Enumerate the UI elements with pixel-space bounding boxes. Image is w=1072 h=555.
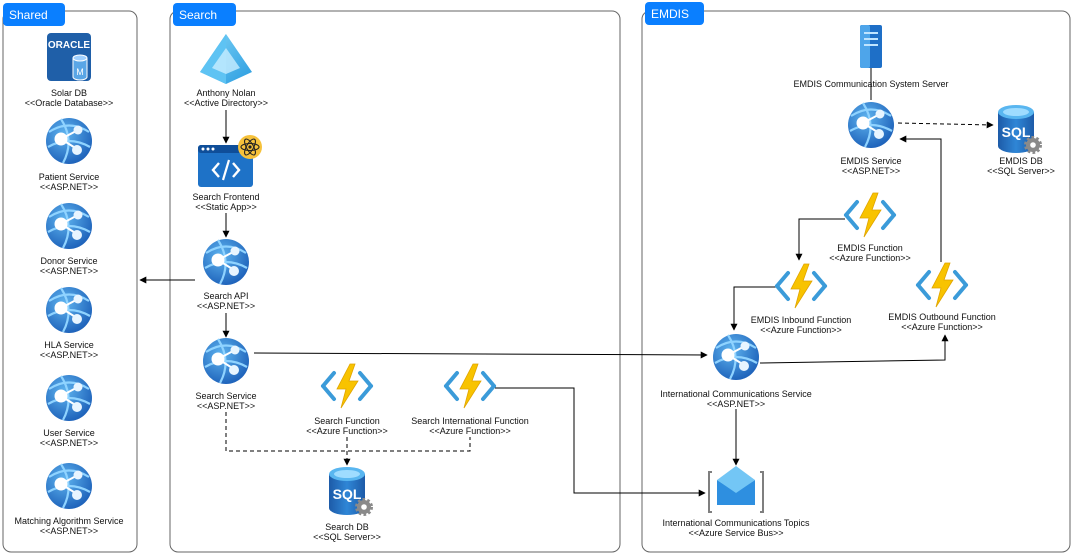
edge-inbound-to-intl-service xyxy=(730,286,776,331)
emdis-db-type: <<SQL Server>> xyxy=(987,166,1055,176)
node-hla-service[interactable]: HLA Service <<ASP.NET>> xyxy=(40,285,98,360)
app-service-icon xyxy=(44,373,94,423)
oracle-logo-letter: M xyxy=(76,67,84,77)
app-service-icon xyxy=(846,100,896,150)
search-intl-function-label: Search International Function xyxy=(411,416,529,426)
node-emdis-function[interactable]: EMDIS Function <<Azure Function>> xyxy=(829,191,911,263)
search-api-label: Search API xyxy=(203,291,248,301)
edge-intl-service-to-outbound xyxy=(759,334,949,364)
intl-comms-topics-label: International Communications Topics xyxy=(663,518,810,528)
search-frontend-type: <<Static App>> xyxy=(195,202,257,212)
user-service-type: <<ASP.NET>> xyxy=(40,438,98,448)
node-intl-comms-service[interactable]: International Communications Service <<A… xyxy=(660,332,812,409)
node-anthony-nolan[interactable]: Anthony Nolan <<Active Directory>> xyxy=(184,34,268,108)
search-service-label: Search Service xyxy=(195,391,256,401)
node-search-service[interactable]: Search Service <<ASP.NET>> xyxy=(195,336,257,411)
emdis-outbound-label: EMDIS Outbound Function xyxy=(888,312,996,322)
app-service-icon xyxy=(44,116,94,166)
emdis-function-type: <<Azure Function>> xyxy=(829,253,911,263)
app-service-icon xyxy=(44,285,94,335)
app-service-icon xyxy=(44,201,94,251)
group-emdis: EMDIS xyxy=(641,2,1071,553)
oracle-logo-text: ORACLE xyxy=(48,40,91,51)
app-service-icon xyxy=(44,461,94,511)
node-search-api[interactable]: Search API <<ASP.NET>> xyxy=(197,237,255,311)
hla-service-type: <<ASP.NET>> xyxy=(40,350,98,360)
search-function-label: Search Function xyxy=(314,416,380,426)
app-service-icon xyxy=(201,336,251,386)
node-matching-service[interactable]: Matching Algorithm Service <<ASP.NET>> xyxy=(14,461,124,536)
group-search-title: Search xyxy=(179,8,217,22)
connectors xyxy=(139,68,994,497)
patient-service-label: Patient Service xyxy=(39,172,100,182)
patient-service-type: <<ASP.NET>> xyxy=(40,182,98,192)
donor-service-type: <<ASP.NET>> xyxy=(40,266,98,276)
emdis-server-label: EMDIS Communication System Server xyxy=(793,79,948,89)
app-service-icon xyxy=(201,237,251,287)
node-intl-comms-topics[interactable]: International Communications Topics <<Az… xyxy=(663,466,810,538)
search-function-type: <<Azure Function>> xyxy=(306,426,388,436)
edge-emdis-function-to-inbound xyxy=(795,218,845,261)
node-emdis-server[interactable]: EMDIS Communication System Server xyxy=(793,25,949,89)
emdis-service-label: EMDIS Service xyxy=(840,156,901,166)
intl-comms-topics-type: <<Azure Service Bus>> xyxy=(688,528,783,538)
group-search-tab xyxy=(173,3,236,26)
donor-service-label: Donor Service xyxy=(40,256,97,266)
node-search-intl-function[interactable]: Search International Function <<Azure Fu… xyxy=(411,362,529,436)
node-emdis-db[interactable]: EMDIS DB <<SQL Server>> xyxy=(987,103,1055,176)
group-shared-title: Shared xyxy=(9,8,48,22)
search-frontend-label: Search Frontend xyxy=(192,192,259,202)
node-emdis-inbound[interactable]: EMDIS Inbound Function <<Azure Function>… xyxy=(751,262,852,335)
matching-service-type: <<ASP.NET>> xyxy=(40,526,98,536)
solar-db-type: <<Oracle Database>> xyxy=(25,98,114,108)
emdis-service-type: <<ASP.NET>> xyxy=(842,166,900,176)
node-patient-service[interactable]: Patient Service <<ASP.NET>> xyxy=(39,116,100,192)
intl-comms-service-type: <<ASP.NET>> xyxy=(707,399,765,409)
emdis-function-label: EMDIS Function xyxy=(837,243,903,253)
group-shared: Shared xyxy=(2,3,138,553)
active-directory-icon xyxy=(200,34,252,84)
search-intl-function-type: <<Azure Function>> xyxy=(429,426,511,436)
group-shared-tab xyxy=(3,3,65,26)
anthony-nolan-label: Anthony Nolan xyxy=(196,88,255,98)
oracle-database-icon: ORACLE M xyxy=(47,33,91,81)
emdis-outbound-type: <<Azure Function>> xyxy=(901,322,983,332)
emdis-db-label: EMDIS DB xyxy=(999,156,1043,166)
node-emdis-service[interactable]: EMDIS Service <<ASP.NET>> xyxy=(840,100,902,176)
node-donor-service[interactable]: Donor Service <<ASP.NET>> xyxy=(40,201,98,276)
solar-db-label: Solar DB xyxy=(51,88,87,98)
node-search-frontend[interactable]: Search Frontend <<Static App>> xyxy=(192,135,262,212)
edge-search-dashed-bus xyxy=(225,412,471,452)
service-bus-icon xyxy=(708,466,764,513)
group-emdis-tab xyxy=(645,2,704,25)
group-emdis-title: EMDIS xyxy=(651,7,689,21)
node-search-function[interactable]: Search Function <<Azure Function>> xyxy=(306,362,388,436)
edge-intl-function-to-topics xyxy=(495,387,706,497)
matching-service-label: Matching Algorithm Service xyxy=(14,516,123,526)
node-user-service[interactable]: User Service <<ASP.NET>> xyxy=(40,373,98,448)
search-api-type: <<ASP.NET>> xyxy=(197,301,255,311)
emdis-inbound-label: EMDIS Inbound Function xyxy=(751,315,852,325)
user-service-label: User Service xyxy=(43,428,95,438)
edge-search-service-to-intl xyxy=(253,351,708,359)
edge-outbound-to-emdis-service xyxy=(899,135,942,262)
search-service-type: <<ASP.NET>> xyxy=(197,401,255,411)
app-service-icon xyxy=(711,332,761,382)
server-icon xyxy=(860,25,882,68)
emdis-inbound-type: <<Azure Function>> xyxy=(760,325,842,335)
search-db-type: <<SQL Server>> xyxy=(313,532,381,542)
anthony-nolan-type: <<Active Directory>> xyxy=(184,98,268,108)
group-search: Search xyxy=(169,3,621,553)
react-icon xyxy=(238,135,262,159)
intl-comms-service-label: International Communications Service xyxy=(660,389,812,399)
node-solar-db[interactable]: ORACLE M Solar DB <<Oracle Database>> xyxy=(25,33,114,108)
node-search-db[interactable]: Search DB <<SQL Server>> xyxy=(313,465,381,542)
hla-service-label: HLA Service xyxy=(44,340,94,350)
node-emdis-outbound[interactable]: EMDIS Outbound Function <<Azure Function… xyxy=(888,261,996,332)
search-db-label: Search DB xyxy=(325,522,369,532)
edge-emdis-service-to-db xyxy=(897,121,994,129)
